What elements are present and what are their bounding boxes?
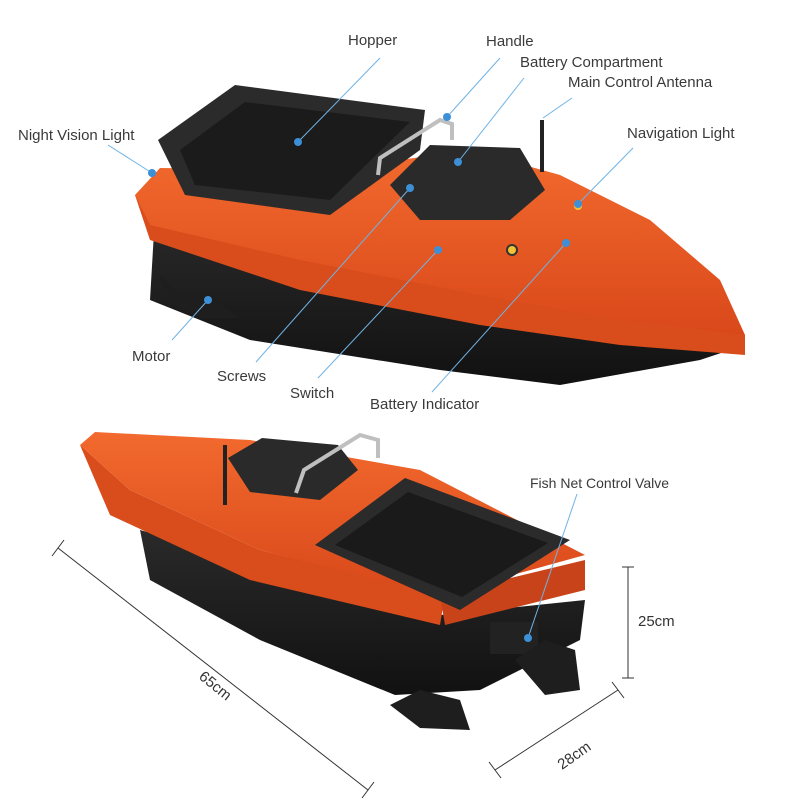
leader-handle [446, 57, 501, 118]
dot-battery-compartment [454, 158, 462, 166]
leader-navigation-light [577, 147, 634, 205]
top-boat-battery-cover [390, 145, 545, 220]
label-navigation-light: Navigation Light [627, 125, 735, 142]
top-boat-hopper-inner [180, 102, 410, 200]
bottom-boat-battery-cover [228, 438, 358, 500]
leader-battery-indicator [431, 242, 567, 393]
leader-fish-net-valve [527, 493, 578, 639]
label-handle: Handle [486, 33, 534, 50]
dot-battery-indicator [562, 239, 570, 247]
leader-motor [171, 299, 209, 341]
dot-hopper [294, 138, 302, 146]
label-battery-indicator: Battery Indicator [370, 396, 479, 413]
bottom-boat-hull-side [80, 445, 445, 625]
dim-length-tick-b [361, 781, 375, 799]
top-boat [135, 85, 745, 385]
label-motor: Motor [132, 348, 170, 365]
leader-night-vision [107, 144, 153, 174]
label-hopper: Hopper [348, 32, 397, 49]
dim-width-tick-a [488, 761, 502, 779]
label-screws: Screws [217, 368, 266, 385]
top-boat-motor [160, 275, 240, 318]
bottom-boat [80, 432, 585, 730]
label-battery-compartment: Battery Compartment [520, 54, 663, 71]
leader-antenna [542, 97, 573, 119]
bottom-leaders: Fish Net Control Valve [524, 475, 669, 642]
label-main-control-antenna: Main Control Antenna [568, 74, 713, 91]
dim-width-line [494, 689, 619, 771]
dot-fish-net-valve [524, 634, 532, 642]
dot-navigation-light [574, 200, 582, 208]
dim-length-label: 65cm [195, 668, 234, 704]
bottom-boat-motor-right [515, 640, 580, 695]
bottom-boat-handle [294, 432, 380, 494]
top-leaders [107, 57, 634, 393]
dot-handle [443, 113, 451, 121]
top-labels: Hopper Handle Battery Compartment Main C… [18, 32, 735, 413]
dot-motor [204, 296, 212, 304]
top-boat-switch-knob [506, 244, 518, 256]
dot-switch [434, 246, 442, 254]
dim-width-tick-b [611, 681, 625, 699]
leader-battery-compartment [457, 77, 525, 163]
dimension-lines [51, 539, 634, 799]
leader-switch [317, 249, 439, 379]
dim-length-line [57, 547, 369, 791]
top-boat-lower-hull [150, 215, 745, 385]
leader-hopper [297, 57, 381, 143]
bottom-boat-motor-left [390, 690, 470, 730]
top-boat-handle [376, 117, 454, 176]
label-fish-net-control-valve: Fish Net Control Valve [530, 475, 669, 491]
dot-night-vision [148, 169, 156, 177]
leader-screws [255, 187, 411, 363]
dim-height-label: 25cm [638, 613, 675, 630]
dim-length-tick-a [51, 539, 65, 557]
dot-screws [406, 184, 414, 192]
label-switch: Switch [290, 385, 334, 402]
label-night-vision-light: Night Vision Light [18, 127, 135, 144]
dim-width-label: 28cm [555, 738, 595, 773]
bottom-boat-hopper-inner [335, 492, 548, 597]
